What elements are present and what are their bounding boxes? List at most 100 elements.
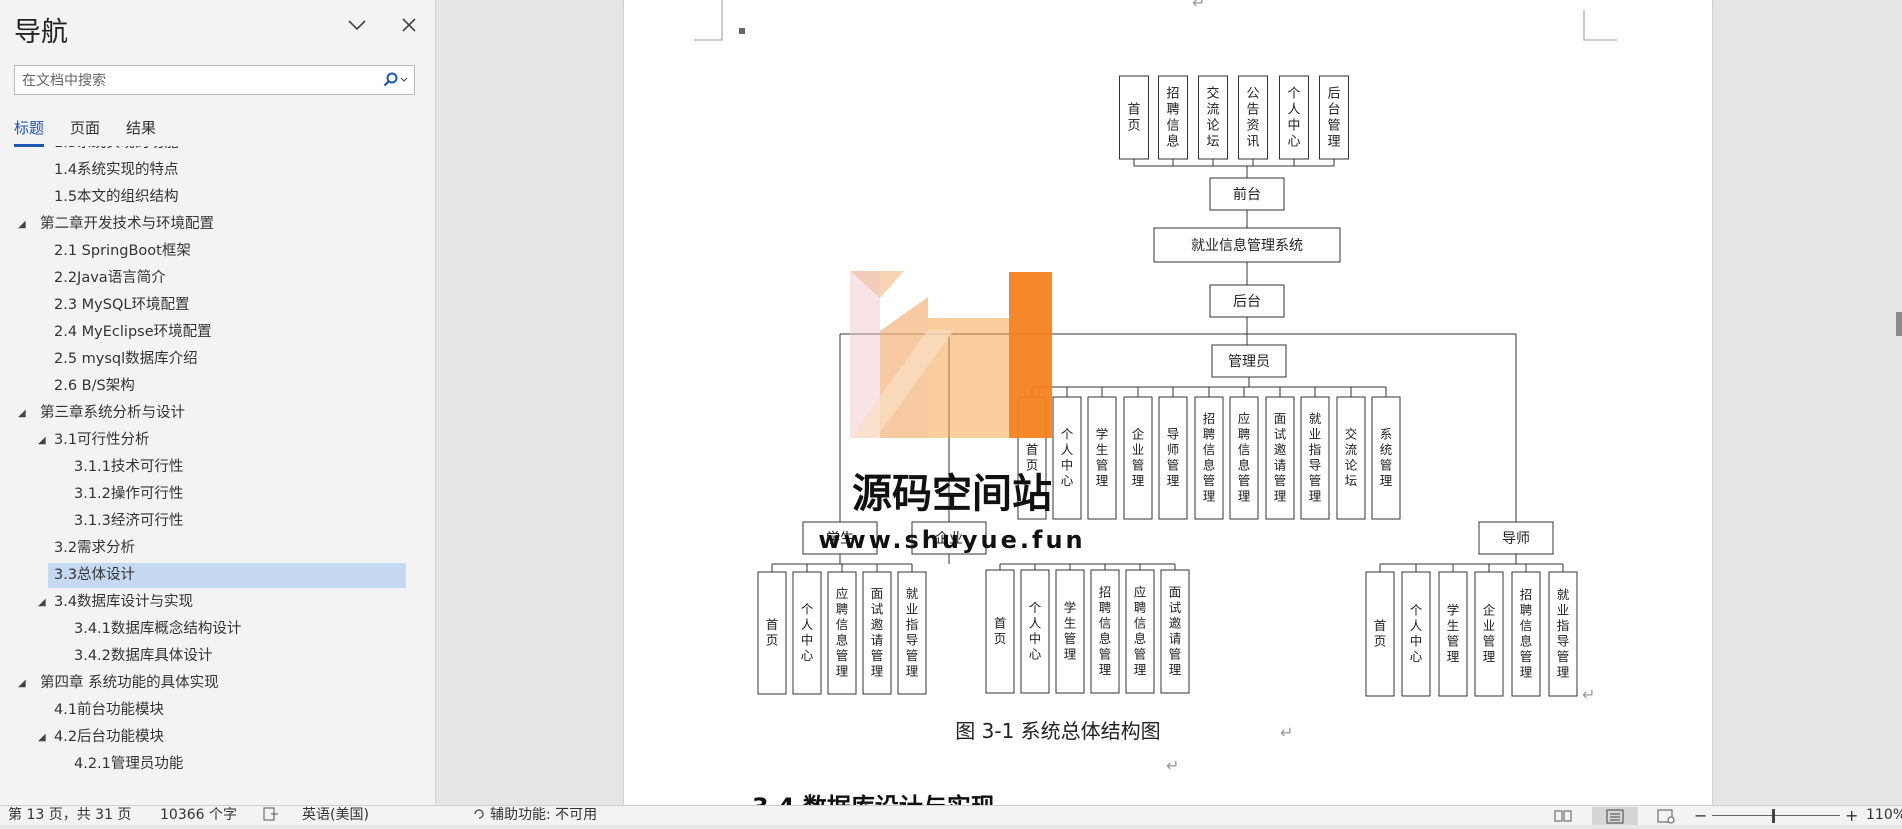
zoom-level[interactable]: 110% [1866,807,1902,823]
heading-label: 1.4系统实现的特点 [54,162,179,178]
company-module-box [1160,569,1190,694]
heading-item[interactable]: 4.2.1管理员功能 [0,751,436,778]
heading-item[interactable]: 3.4.2数据库具体设计 [0,643,436,670]
company-module-label: 应聘信息管理 [1134,585,1147,678]
heading-item[interactable]: 3.4.1数据库概念结构设计 [0,616,436,643]
next-section-heading: 3.4 数据库设计与实现 [752,793,995,805]
accessibility-icon[interactable] [472,806,486,828]
heading-item[interactable]: 2.2Java语言简介 [0,265,436,292]
print-layout-icon[interactable] [1592,807,1638,825]
student-module-label: 应聘信息管理 [836,586,849,679]
heading-label: 1.3系统实现的功能 [48,146,185,156]
heading-label: 3.4.2数据库具体设计 [74,648,213,664]
watermark-logo-shape [1009,272,1052,438]
front-module-label: 招聘信息 [1166,87,1179,150]
tab-0[interactable]: 标题 [14,117,45,147]
admin-module-box [1265,396,1295,520]
admin-module-box [1300,396,1330,520]
front-module-label: 首页 [1127,103,1140,134]
company-module-label: 学生管理 [1064,600,1077,662]
figure-caption: 图 3-1 系统总体结构图 [955,719,1160,743]
read-mode-icon[interactable] [1552,807,1574,825]
back-node-label: 后台 [1233,294,1261,310]
heading-label: 2.1 SpringBoot框架 [54,243,191,259]
search-icon[interactable] [376,70,410,90]
heading-item[interactable]: 3.1.1技术可行性 [0,454,436,481]
student-module-label: 首页 [766,617,779,648]
root-node-label: 就业信息管理系统 [1191,237,1303,254]
zoom-out-icon[interactable]: − [1694,806,1708,825]
heading-label: 3.1.3经济可行性 [74,513,184,529]
heading-item[interactable]: 3.1.2操作可行性 [0,481,436,508]
heading-item[interactable]: 3.3总体设计 [0,562,436,589]
collapse-triangle-icon[interactable]: ◢ [38,597,46,608]
search-box [14,65,415,96]
zoom-slider-handle[interactable] [1772,809,1775,823]
heading-label: 1.5本文的组织结构 [54,189,179,205]
language-indicator[interactable]: 英语(美国) [302,807,369,823]
heading-item[interactable]: 3.2需求分析 [0,535,436,562]
proofing-icon[interactable] [262,806,280,828]
company-module-label: 首页 [994,616,1007,647]
front-module-box [1119,75,1149,160]
blank-paragraph-mark: ↵ [1166,756,1179,775]
heading-item[interactable]: ◢3.1可行性分析 [0,427,436,454]
nav-close-icon[interactable] [398,14,420,43]
heading-item[interactable]: 1.4系统实现的特点 [0,157,436,184]
heading-item[interactable]: ◢ 3.4数据库设计与实现 [0,589,436,616]
heading-item[interactable]: ◢ 第四章 系统功能的具体实现 [0,670,436,697]
word-count[interactable]: 10366 个字 [160,807,237,823]
search-input[interactable] [15,66,384,96]
collapse-triangle-icon[interactable]: ◢ [18,678,26,689]
heading-item[interactable]: 2.4 MyEclipse环境配置 [0,319,436,346]
nav-title: 导航 [14,17,68,48]
heading-label: 第四章 系统功能的具体实现 [40,675,219,691]
nav-options-chevron-icon[interactable] [346,14,368,43]
heading-item[interactable]: 1.3系统实现的功能 [0,146,436,157]
heading-item[interactable]: 2.5 mysql数据库介绍 [0,346,436,373]
zoom-in-icon[interactable]: + [1845,806,1859,825]
heading-item[interactable]: 4.1前台功能模块 [0,697,436,724]
watermark-logo-shape [850,271,880,438]
accessibility-status[interactable]: 辅助功能: 不可用 [490,807,598,823]
company-module-box [1020,569,1050,694]
company-node-box [911,521,987,555]
admin-module-label: 就业指导管理 [1309,411,1322,504]
root-node-box [1153,227,1341,263]
heading-label: 3.4数据库设计与实现 [54,594,194,610]
collapse-triangle-icon[interactable]: ◢ [18,219,26,230]
tab-2[interactable]: 结果 [126,119,157,137]
page-count[interactable]: 第 13 页，共 31 页 [8,807,132,823]
heading-label: 2.6 B/S架构 [54,378,135,394]
mentor-module-box [1511,571,1541,697]
heading-item[interactable]: 3.1.3经济可行性 [0,508,436,535]
heading-item[interactable]: 2.1 SpringBoot框架 [0,238,436,265]
vertical-scrollbar[interactable] [1890,0,1902,805]
student-module-box [792,571,822,695]
heading-item[interactable]: ◢4.2后台功能模块 [0,724,436,751]
scroll-thumb[interactable] [1896,312,1902,336]
web-layout-icon[interactable] [1655,807,1677,825]
heading-item[interactable]: 2.6 B/S架构 [0,373,436,400]
heading-item[interactable]: 2.3 MySQL环境配置 [0,292,436,319]
heading-item[interactable]: 1.5本文的组织结构 [0,184,436,211]
heading-label: 2.3 MySQL环境配置 [54,297,190,313]
document-page[interactable]: 首页招聘信息交流论坛公告资讯个人中心后台管理前台就业信息管理系统后台管理员首页个… [624,0,1712,805]
front-node-label: 前台 [1233,186,1261,203]
collapse-triangle-icon[interactable]: ◢ [18,408,26,419]
tab-1[interactable]: 页面 [70,119,101,137]
admin-module-label: 个人中心 [1061,427,1074,489]
admin-module-label: 面试邀请管理 [1274,411,1287,504]
collapse-triangle-icon[interactable]: ◢ [38,732,46,743]
heading-item[interactable]: ◢第三章系统分析与设计 [0,400,436,427]
admin-module-box [1158,396,1188,520]
mentor-module-box [1548,571,1578,697]
collapse-triangle-icon[interactable]: ◢ [38,435,46,446]
admin-module-label: 交流论坛 [1345,427,1358,489]
heading-tree: 1.3系统实现的功能 1.4系统实现的特点 1.5本文的组织结构 ◢ 第二章开发技术与环… [0,146,436,786]
heading-label: 第二章开发技术与环境配置 [40,216,214,232]
company-module-label: 个人中心 [1029,600,1042,662]
zoom-slider-track[interactable] [1712,815,1840,816]
nav-tabs: 标题 页面 结果 [14,117,182,149]
heading-item[interactable]: ◢ 第二章开发技术与环境配置 [0,211,436,238]
